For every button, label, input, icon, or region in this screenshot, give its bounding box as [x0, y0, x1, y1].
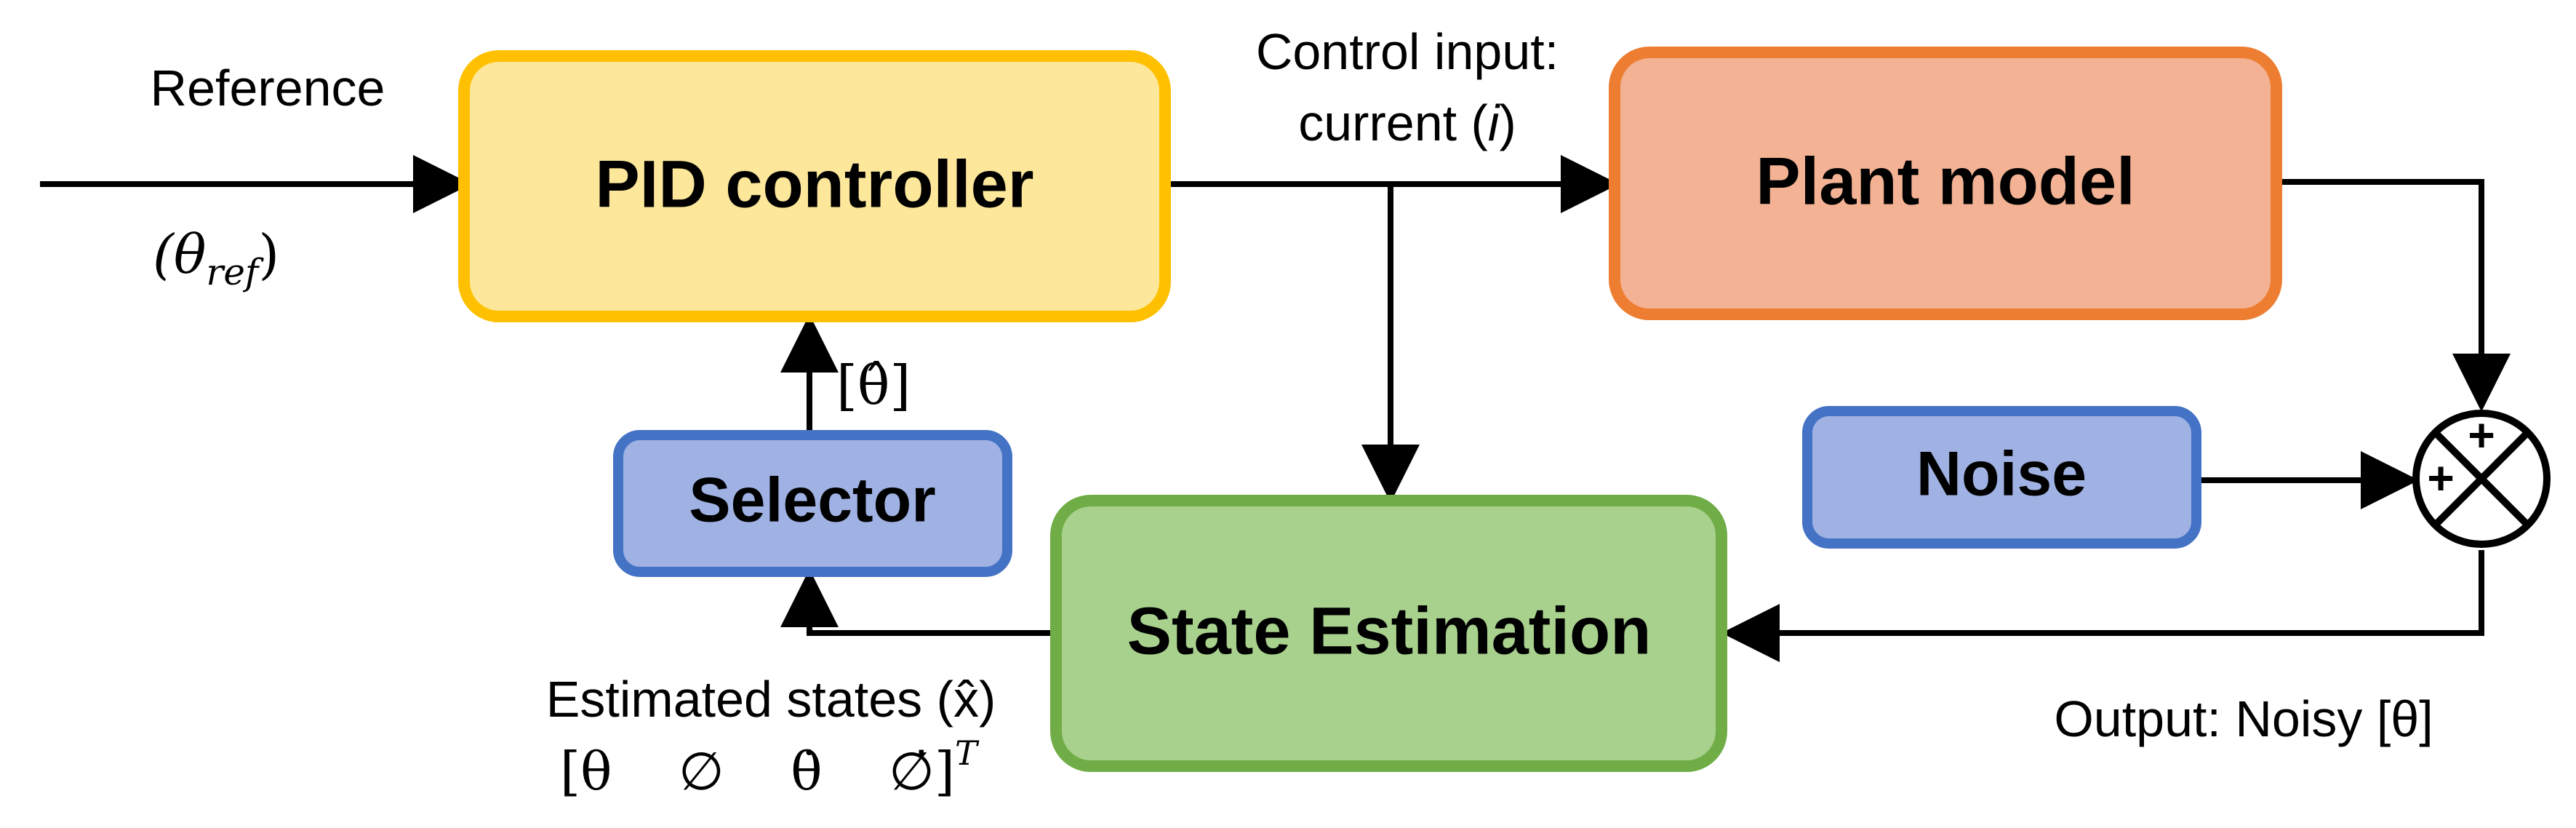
- control-input-label-line1: Control input:: [1256, 23, 1559, 80]
- pid-controller-block: PID controller: [458, 50, 1171, 322]
- theta-hat-label: [θ̂]: [836, 354, 911, 417]
- selector-block: Selector: [613, 430, 1012, 577]
- noise-label: Noise: [1916, 439, 2087, 509]
- theta-ref-label: (θref): [153, 223, 279, 293]
- summing-junction: + +: [2412, 409, 2551, 548]
- noise-block: Noise: [1802, 406, 2201, 549]
- reference-label: Reference: [151, 60, 385, 116]
- state-estimation-block: State Estimation: [1050, 495, 1727, 772]
- estimated-states-arrow: [780, 569, 1055, 636]
- connection-lines: [40, 155, 2511, 662]
- state-estimation-label: State Estimation: [1127, 594, 1652, 668]
- measurement-feedback-arrow: [1721, 550, 2484, 662]
- output-label: Output: Noisy [θ]: [2054, 690, 2433, 747]
- state-vector-label: [θ ∅ θ̇ ∅̇]T: [560, 733, 980, 802]
- estimated-states-label: Estimated states (x̂): [546, 671, 996, 728]
- plant-model-block: Plant model: [1609, 47, 2282, 320]
- sum-sign-left: +: [2427, 452, 2454, 504]
- control-input-label-line2: current (i): [1298, 95, 1516, 151]
- sum-sign-top: +: [2468, 409, 2495, 461]
- pid-controller-label: PID controller: [595, 147, 1033, 221]
- selector-label: Selector: [689, 466, 935, 536]
- plant-model-label: Plant model: [1756, 144, 2135, 218]
- plant-output-arrow: [2276, 179, 2511, 412]
